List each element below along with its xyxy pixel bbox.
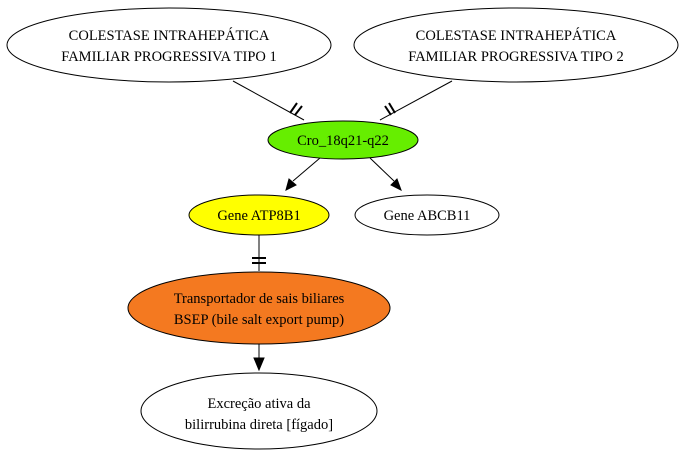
arrowhead <box>390 178 402 192</box>
edge-bsep-to-excretion <box>253 344 265 372</box>
node-label-line1: COLESTASE INTRAHEPÁTICA <box>69 27 270 44</box>
arrowhead <box>253 357 265 372</box>
node-pfic2: COLESTASE INTRAHEPÁTICA FAMILIAR PROGRES… <box>353 7 679 83</box>
edge-pfic2-to-chromosome <box>379 80 453 121</box>
node-label: Gene ATP8B1 <box>217 208 300 224</box>
node-abcb11: Gene ABCB11 <box>354 194 500 236</box>
node-label-line1: Transportador de sais biliares <box>174 291 345 307</box>
node-bsep: Transportador de sais biliares BSEP (bil… <box>127 271 391 345</box>
tee-mark <box>384 105 392 116</box>
node-label-line1: COLESTASE INTRAHEPÁTICA <box>416 27 617 44</box>
edges <box>232 80 453 372</box>
tee-mark <box>289 102 298 114</box>
node-shape <box>267 120 419 160</box>
node-shape <box>188 194 330 236</box>
arrowhead <box>285 178 297 191</box>
node-pfic1: COLESTASE INTRAHEPÁTICA FAMILIAR PROGRES… <box>6 7 332 83</box>
node-shape <box>353 7 679 83</box>
node-label: Gene ABCB11 <box>384 208 471 224</box>
node-shape <box>354 194 500 236</box>
node-chromosome: Cro_18q21-q22 <box>267 120 419 160</box>
node-atp8b1: Gene ATP8B1 <box>188 194 330 236</box>
edge-atp8b1-to-bsep <box>252 235 266 271</box>
node-label-line1: Excreção ativa da <box>207 396 311 412</box>
node-shape <box>6 7 332 83</box>
node-label: Cro_18q21-q22 <box>297 133 389 149</box>
node-shape <box>140 372 378 450</box>
edge-pfic1-to-chromosome <box>232 80 305 121</box>
node-excretion: Excreção ativa da bilirrubina direta [fí… <box>140 372 378 450</box>
tee-mark <box>388 102 396 114</box>
node-label-line2: BSEP (bile salt export pump) <box>174 312 344 328</box>
tee-mark <box>294 105 303 116</box>
node-shape <box>127 271 391 345</box>
edge-chromosome-to-abcb11 <box>369 157 402 192</box>
node-label-line2: bilirrubina direta [fígado] <box>185 417 333 433</box>
edge-chromosome-to-atp8b1 <box>285 157 321 191</box>
node-label-line2: FAMILIAR PROGRESSIVA TIPO 1 <box>61 49 277 65</box>
node-label-line2: FAMILIAR PROGRESSIVA TIPO 2 <box>408 49 624 65</box>
